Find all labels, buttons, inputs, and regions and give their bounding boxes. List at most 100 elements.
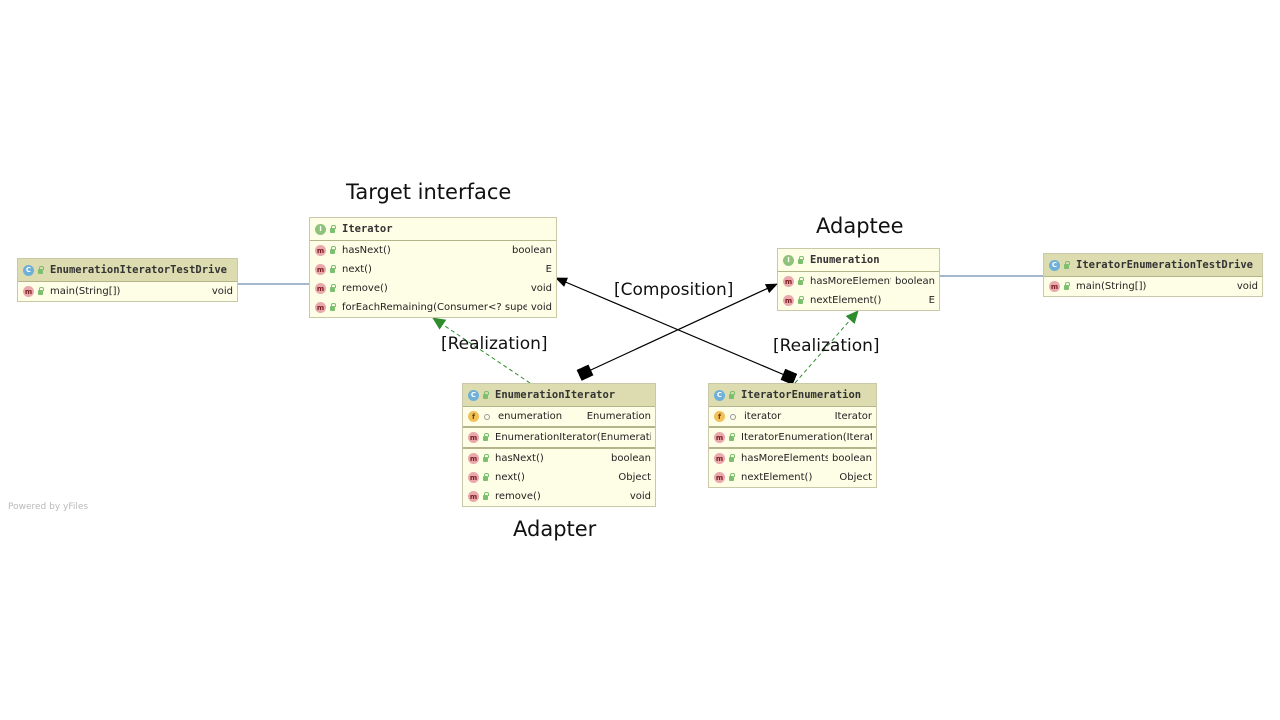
method-icon: m xyxy=(468,432,479,443)
field-icon: f xyxy=(468,411,479,422)
methods-section: m hasNext() boolean m next() E m remove(… xyxy=(310,241,556,317)
label-realization-right: [Realization] xyxy=(773,336,880,356)
package-private-icon xyxy=(484,413,490,420)
class-box-iterator-enumeration-test-drive[interactable]: C IteratorEnumerationTestDrive m main(St… xyxy=(1043,253,1263,297)
method-name: nextElement() xyxy=(741,472,813,483)
method-type: boolean xyxy=(895,276,935,287)
method-name: hasNext() xyxy=(342,245,391,256)
field-row[interactable]: f iterator Iterator xyxy=(709,407,876,426)
public-icon xyxy=(1063,260,1070,269)
method-name: hasMoreElements() xyxy=(810,276,891,287)
class-header: I Enumeration xyxy=(778,249,939,272)
method-icon: m xyxy=(783,276,794,287)
method-row[interactable]: m hasNext() boolean xyxy=(463,449,655,468)
method-name: remove() xyxy=(342,283,388,294)
class-title: Iterator xyxy=(342,223,393,235)
method-icon: m xyxy=(23,286,34,297)
class-box-enumeration-iterator-test-drive[interactable]: C EnumerationIteratorTestDrive m main(St… xyxy=(17,258,238,302)
method-icon: m xyxy=(315,245,326,256)
method-row[interactable]: m hasMoreElements() boolean xyxy=(778,272,939,291)
public-icon xyxy=(482,433,489,441)
constructor-name: EnumerationIterator(Enumeration) xyxy=(495,432,651,443)
interface-icon: I xyxy=(315,223,326,235)
method-name: hasMoreElements() xyxy=(741,453,829,464)
constructor-name: IteratorEnumeration(Iterator) xyxy=(741,432,872,443)
watermark: Powered by yFiles xyxy=(8,502,89,512)
method-row[interactable]: m hasMoreElements() boolean xyxy=(709,449,876,468)
method-name: next() xyxy=(495,472,525,483)
constructor-row[interactable]: m EnumerationIterator(Enumeration) xyxy=(463,428,655,447)
method-type: Object xyxy=(839,472,872,483)
field-name: enumeration xyxy=(498,411,563,422)
public-icon xyxy=(329,284,336,292)
field-icon: f xyxy=(714,411,725,422)
field-type: Iterator xyxy=(834,411,872,422)
method-row[interactable]: m hasNext() boolean xyxy=(310,241,556,260)
method-row[interactable]: m remove() void xyxy=(463,487,655,506)
public-icon xyxy=(37,287,44,295)
class-box-enumeration[interactable]: I Enumeration m hasMoreElements() boolea… xyxy=(777,248,940,311)
class-icon: C xyxy=(23,264,34,276)
method-row[interactable]: m main(String[]) void xyxy=(1044,277,1262,296)
class-title: EnumerationIterator xyxy=(495,389,616,401)
public-icon xyxy=(728,433,735,441)
method-type: void xyxy=(530,302,552,313)
public-icon xyxy=(728,473,735,481)
method-icon: m xyxy=(783,295,794,306)
class-title: EnumerationIteratorTestDrive xyxy=(50,264,228,276)
method-row[interactable]: m forEachRemaining(Consumer<? super E>) … xyxy=(310,298,556,317)
method-type: E xyxy=(928,295,935,306)
public-icon xyxy=(482,390,489,399)
method-row[interactable]: m next() E xyxy=(310,260,556,279)
method-name: main(String[]) xyxy=(50,286,121,297)
public-icon xyxy=(482,454,489,462)
methods-section: m hasMoreElements() boolean m nextElemen… xyxy=(778,272,939,310)
field-name: iterator xyxy=(744,411,782,422)
class-header: C IteratorEnumeration xyxy=(709,384,876,407)
constructors-section: m EnumerationIterator(Enumeration) xyxy=(463,428,655,449)
method-row[interactable]: m main(String[]) void xyxy=(18,282,237,301)
fields-section: f enumeration Enumeration xyxy=(463,407,655,428)
method-type: Object xyxy=(618,472,651,483)
public-icon xyxy=(329,224,336,233)
class-title: IteratorEnumeration xyxy=(741,389,862,401)
method-type: void xyxy=(530,283,552,294)
method-name: nextElement() xyxy=(810,295,882,306)
class-icon: C xyxy=(1049,259,1060,271)
public-icon xyxy=(482,492,489,500)
class-box-enumeration-iterator[interactable]: C EnumerationIterator f enumeration Enum… xyxy=(462,383,656,507)
method-name: main(String[]) xyxy=(1076,281,1147,292)
public-icon xyxy=(329,246,336,254)
public-icon xyxy=(797,296,804,304)
method-type: boolean xyxy=(611,453,651,464)
class-header: C IteratorEnumerationTestDrive xyxy=(1044,254,1262,277)
field-type: Enumeration xyxy=(586,411,651,422)
method-row[interactable]: m nextElement() E xyxy=(778,291,939,310)
method-row[interactable]: m next() Object xyxy=(463,468,655,487)
field-row[interactable]: f enumeration Enumeration xyxy=(463,407,655,426)
constructor-row[interactable]: m IteratorEnumeration(Iterator) xyxy=(709,428,876,447)
method-row[interactable]: m remove() void xyxy=(310,279,556,298)
public-icon xyxy=(329,265,336,273)
class-box-iterator-enumeration[interactable]: C IteratorEnumeration f iterator Iterato… xyxy=(708,383,877,488)
public-icon xyxy=(482,473,489,481)
label-adapter: Adapter xyxy=(513,517,597,541)
methods-section: m hasMoreElements() boolean m nextElemen… xyxy=(709,449,876,487)
method-type: E xyxy=(545,264,552,275)
methods-section: m main(String[]) void xyxy=(1044,277,1262,296)
method-name: hasNext() xyxy=(495,453,544,464)
methods-section: m main(String[]) void xyxy=(18,282,237,301)
constructors-section: m IteratorEnumeration(Iterator) xyxy=(709,428,876,449)
realization-line-left xyxy=(432,317,531,384)
public-icon xyxy=(797,255,804,264)
composition-line-iterenum xyxy=(555,277,798,385)
realization-line-right xyxy=(794,310,859,384)
method-icon: m xyxy=(714,453,725,464)
method-icon: m xyxy=(468,472,479,483)
class-title: IteratorEnumerationTestDrive xyxy=(1076,259,1254,271)
interface-icon: I xyxy=(783,254,794,266)
methods-section: m hasNext() boolean m next() Object m re… xyxy=(463,449,655,506)
method-row[interactable]: m nextElement() Object xyxy=(709,468,876,487)
class-box-iterator[interactable]: I Iterator m hasNext() boolean m next() … xyxy=(309,217,557,318)
